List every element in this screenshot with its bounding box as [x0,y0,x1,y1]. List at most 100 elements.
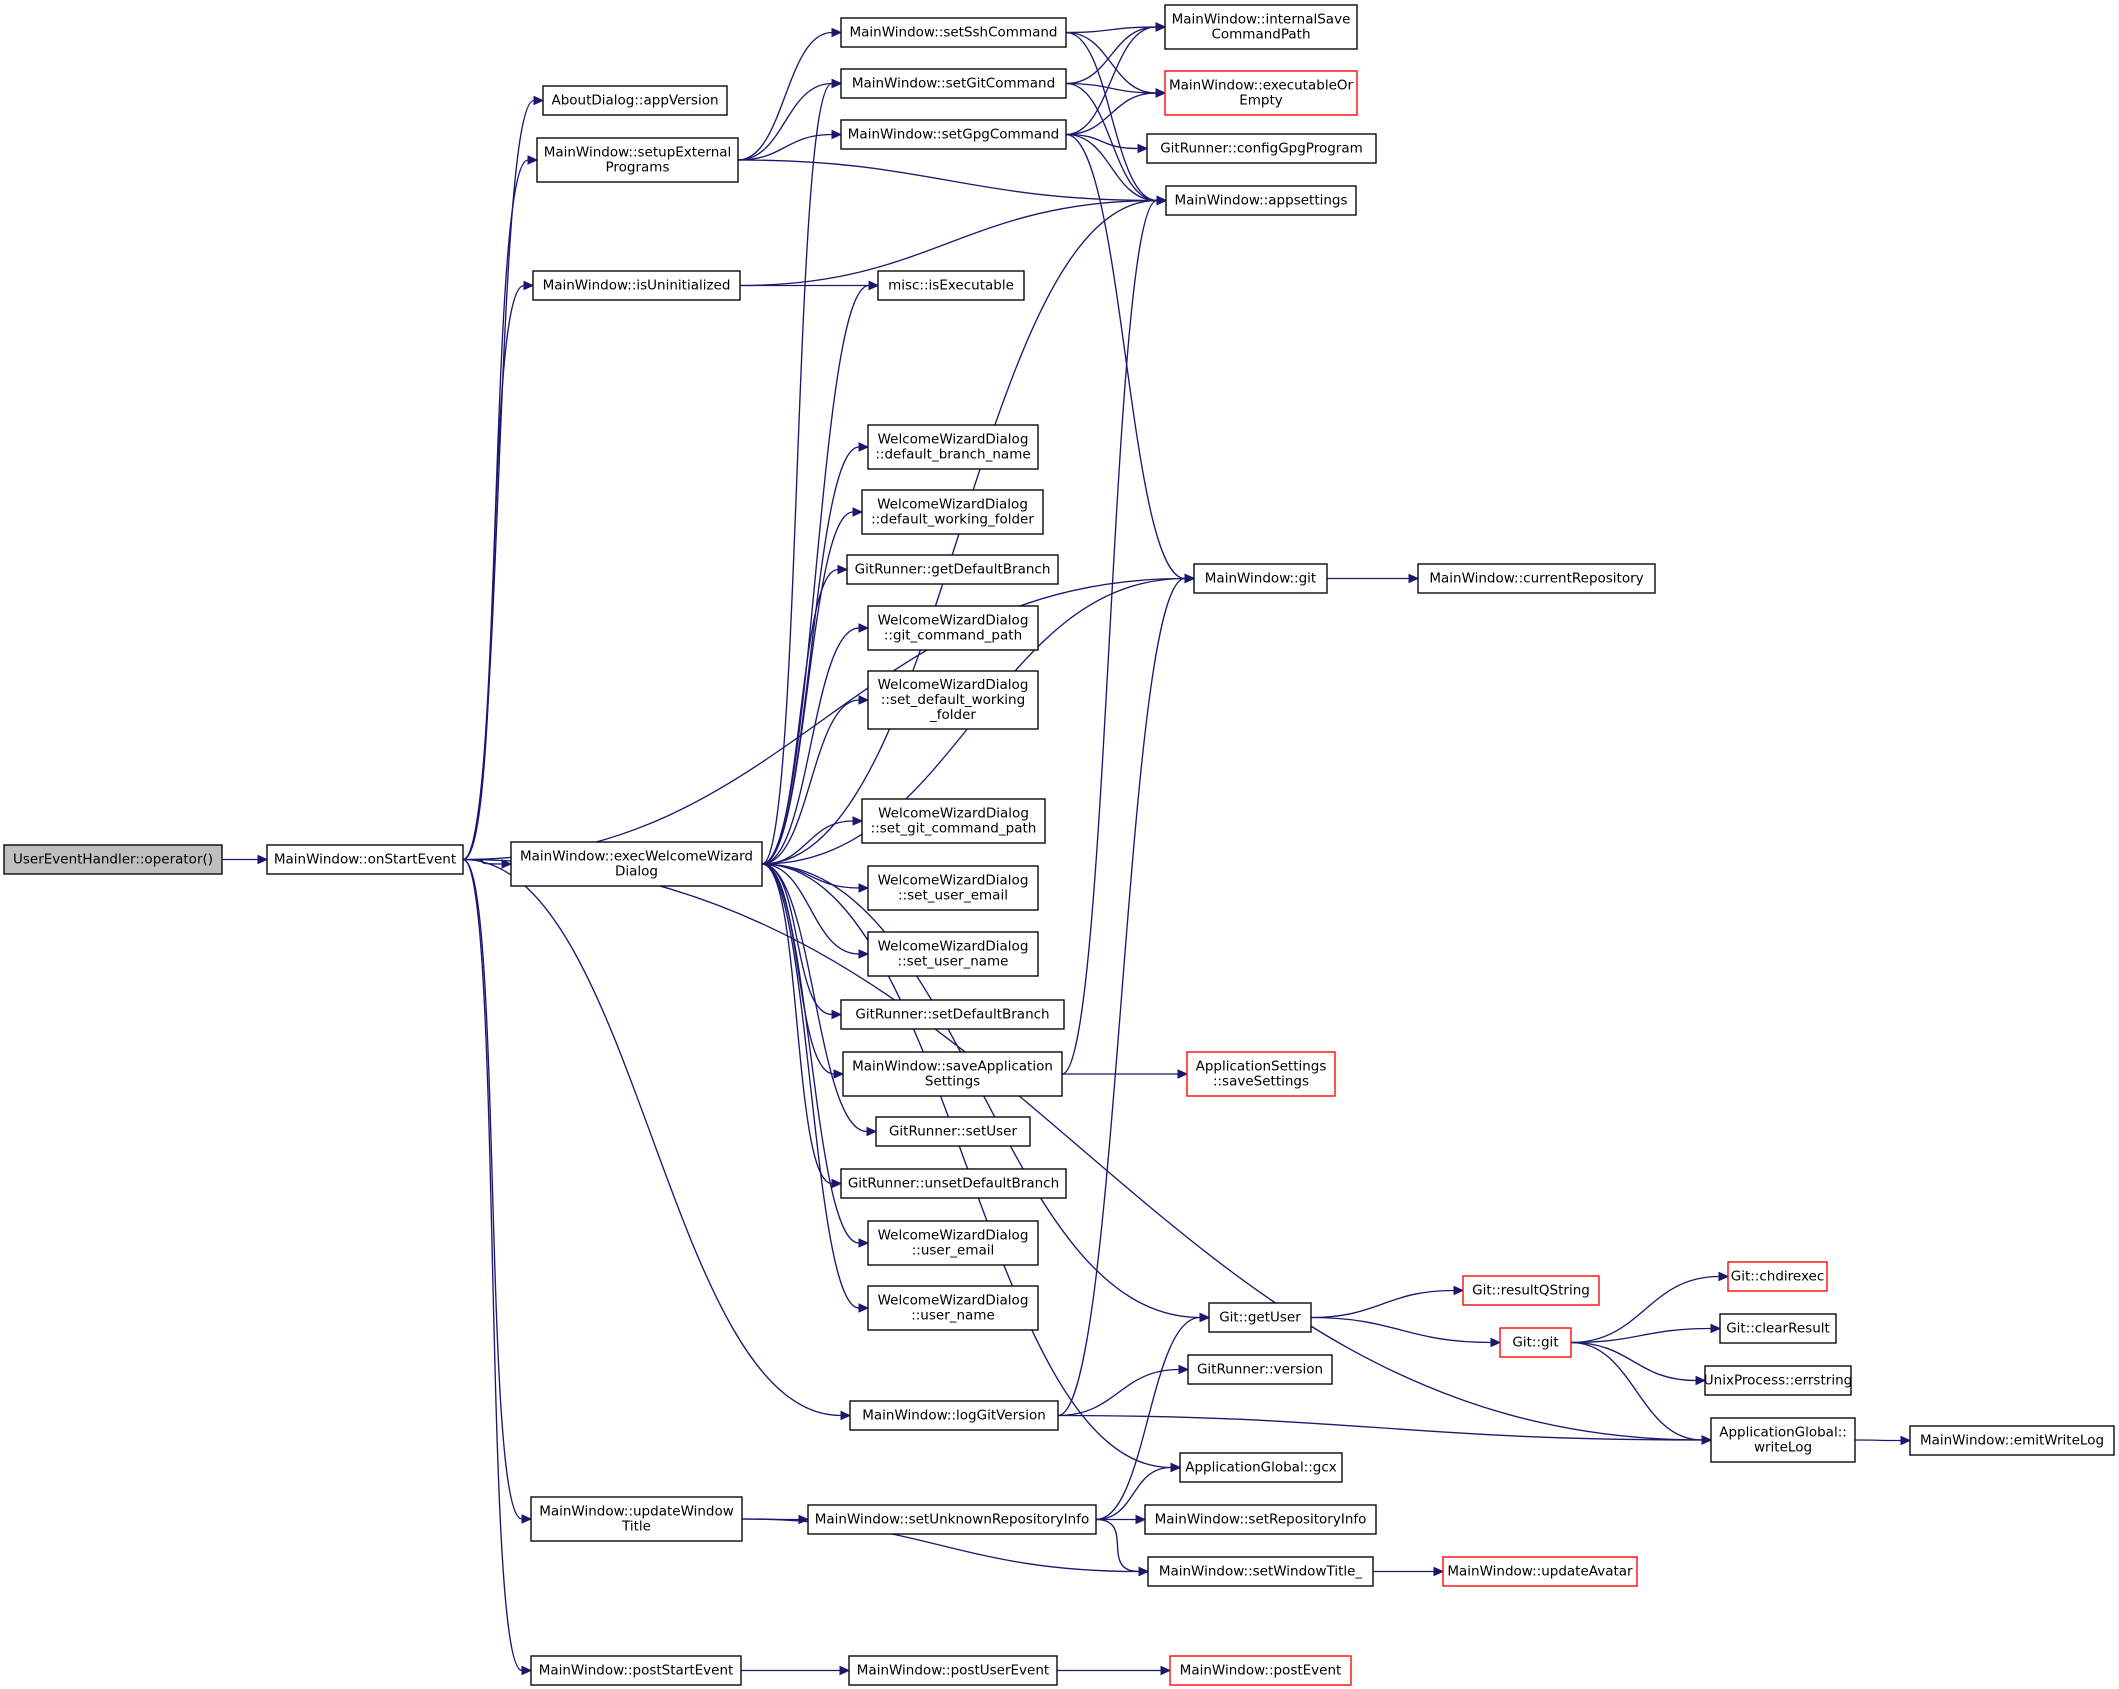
arrowhead-icon [1137,143,1149,154]
edge-setGpg-to-execOrEmpty [1065,92,1157,136]
arrowhead-icon [257,854,269,865]
node-label: WelcomeWizardDialog [877,497,1028,513]
arrowhead-icon [1695,1375,1707,1386]
node-appSaveSet[interactable]: ApplicationSettings::saveSettings [1186,1051,1336,1097]
arrowhead-icon [858,1303,870,1313]
node-label: ::set_user_name [898,954,1009,970]
node-wSetEmail[interactable]: WelcomeWizardDialog::set_user_email [867,865,1039,911]
node-miscExec[interactable]: misc::isExecutable [877,270,1025,301]
node-updAvatar[interactable]: MainWindow::updateAvatar [1442,1556,1638,1587]
node-postUser[interactable]: MainWindow::postUserEvent [848,1655,1058,1686]
node-setWinTitle[interactable]: MainWindow::setWindowTitle_ [1147,1556,1374,1587]
node-appSettings[interactable]: MainWindow::appsettings [1165,185,1357,216]
edge-setGpg-to-mwGit [1065,133,1186,580]
node-box [867,670,1039,730]
node-grVersion[interactable]: GitRunner::version [1187,1354,1333,1385]
node-box [1462,1275,1600,1306]
node-label: ::saveSettings [1213,1074,1309,1090]
node-label: misc::isExecutable [888,278,1014,294]
arrowhead-icon [1135,1514,1147,1525]
node-writeLog[interactable]: ApplicationGlobal::writeLog [1710,1417,1856,1463]
arrowhead-icon [833,1069,845,1079]
arrowhead-icon [858,442,870,452]
node-aboutVer[interactable]: AboutDialog::appVersion [542,85,728,116]
node-emitLog[interactable]: MainWindow::emitWriteLog [1909,1425,2115,1456]
node-logGit[interactable]: MainWindow::logGitVersion [849,1400,1059,1431]
node-postEvent[interactable]: MainWindow::postEvent [1169,1655,1352,1686]
node-wDefWork[interactable]: WelcomeWizardDialog::default_working_fol… [861,489,1044,535]
node-setSsh[interactable]: MainWindow::setSshCommand [840,17,1067,48]
node-cfgGpg[interactable]: GitRunner::configGpgProgram [1146,133,1377,164]
arrowhead-icon [523,280,535,291]
node-setGpg[interactable]: MainWindow::setGpgCommand [840,119,1067,150]
edge-setSsh-to-execOrEmpty [1065,31,1157,94]
node-gcx[interactable]: ApplicationGlobal::gcx [1179,1452,1343,1483]
arrowhead-icon [1160,1665,1172,1676]
node-label: MainWindow::setGpgCommand [848,127,1059,143]
node-box [266,844,464,875]
node-box [840,1168,1067,1199]
node-label: ApplicationGlobal:: [1719,1425,1847,1441]
node-mwGit[interactable]: MainWindow::git [1193,563,1328,594]
node-label: ::set_default_working [881,692,1025,708]
node-box [1719,1313,1837,1344]
node-resultQ[interactable]: Git::resultQString [1462,1275,1600,1306]
node-chdir[interactable]: Git::chdirexec [1727,1261,1828,1292]
node-postStart[interactable]: MainWindow::postStartEvent [530,1655,742,1686]
node-grSetDef[interactable]: GitRunner::setDefaultBranch [840,999,1065,1030]
edge-saveApp-to-appSettings [1061,199,1158,1075]
node-label: ::set_user_email [898,888,1008,904]
edge-writeLog-to-emitLog [1854,1439,1902,1442]
node-wDefBranch[interactable]: WelcomeWizardDialog::default_branch_name [867,424,1039,470]
node-setRepoInfo[interactable]: MainWindow::setRepositoryInfo [1144,1504,1377,1535]
node-label: GitRunner::version [1197,1362,1323,1378]
arrowhead-icon [852,816,864,826]
node-box [867,931,1039,977]
node-wEmail[interactable]: WelcomeWizardDialog::user_email [867,1220,1039,1266]
edge-execWiz-to-wSetDefWork [761,699,860,865]
node-curRepo[interactable]: MainWindow::currentRepository [1417,563,1656,594]
arrowhead-icon [840,1410,852,1421]
node-setGitCmd[interactable]: MainWindow::setGitCommand [840,68,1067,99]
node-setUnknown[interactable]: MainWindow::setUnknownRepositoryInfo [807,1504,1097,1535]
node-grUnset[interactable]: GitRunner::unsetDefaultBranch [840,1168,1067,1199]
arrowhead-icon [798,1514,810,1525]
arrowhead-icon [831,1009,843,1020]
arrowhead-icon [831,78,843,89]
arrowhead-icon [831,1178,843,1189]
node-wGitCmdPath[interactable]: WelcomeWizardDialog::git_command_path [867,605,1039,651]
node-wSetGitCmd[interactable]: WelcomeWizardDialog::set_git_command_pat… [861,798,1046,844]
edge-execWiz-to-wSetGitCmd [761,820,854,865]
node-root[interactable]: UserEventHandler::operator() [3,844,223,875]
node-onStart[interactable]: MainWindow::onStartEvent [266,844,464,875]
node-box [840,17,1067,48]
arrowhead-icon [1900,1435,1912,1446]
node-box [532,270,741,301]
node-label: Dialog [615,864,658,880]
node-clearRes[interactable]: Git::clearResult [1719,1313,1837,1344]
node-grGetDef[interactable]: GitRunner::getDefaultBranch [846,554,1059,585]
node-errstr[interactable]: UnixProcess::errstring [1704,1365,1852,1396]
node-box [848,1655,1058,1686]
node-label: MainWindow::updateWindow [539,1504,734,1520]
node-wName[interactable]: WelcomeWizardDialog::user_name [867,1285,1039,1331]
node-wSetDefWork[interactable]: WelcomeWizardDialog::set_default_working… [867,670,1039,730]
node-box [1165,185,1357,216]
edge-gitGit-to-clearRes [1570,1327,1712,1344]
arrowhead-icon [527,155,539,165]
node-gitGetUser[interactable]: Git::getUser [1208,1302,1312,1333]
node-gitGit[interactable]: Git::git [1499,1327,1572,1358]
edge-setGpg-to-appSettings [1065,133,1158,202]
node-wSetName[interactable]: WelcomeWizardDialog::set_user_name [867,931,1039,977]
edge-gitGit-to-writeLog [1570,1341,1703,1441]
node-isUninit[interactable]: MainWindow::isUninitialized [532,270,741,301]
node-grSetUser[interactable]: GitRunner::setUser [875,1116,1031,1147]
arrowhead-icon [1155,22,1167,32]
edge-setGitCmd-to-intSave [1065,26,1157,85]
